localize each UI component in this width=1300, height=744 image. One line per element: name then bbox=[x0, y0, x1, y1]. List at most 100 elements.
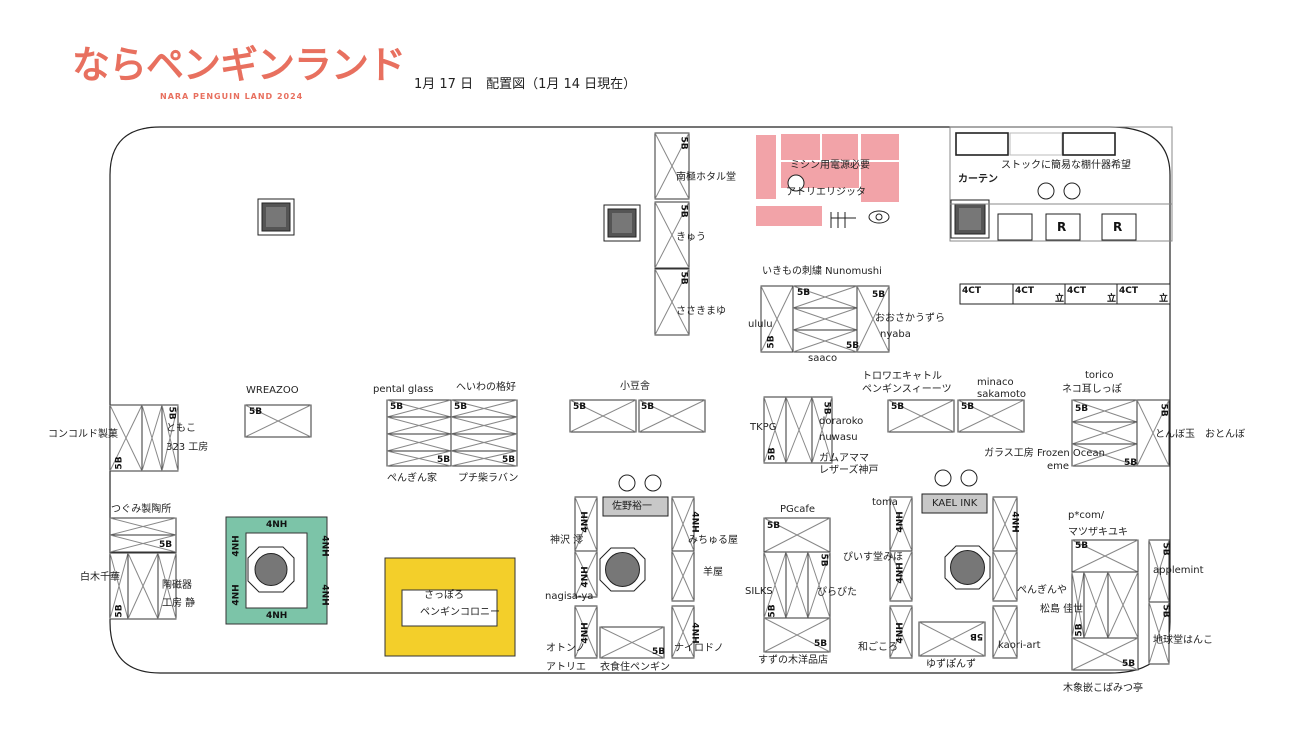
table-code: 5B bbox=[970, 631, 984, 641]
booth-label: ナイロドノ bbox=[674, 643, 724, 654]
table-cross bbox=[569, 399, 637, 433]
table-cross bbox=[1136, 399, 1170, 467]
booth-label: kaori-art bbox=[998, 640, 1041, 651]
booth-label: きゅう bbox=[676, 232, 706, 243]
ct-code: 4CT bbox=[1015, 286, 1035, 296]
table-cross bbox=[450, 399, 518, 418]
table-cross bbox=[856, 285, 890, 353]
table-code: 5B bbox=[678, 136, 689, 150]
table-cross bbox=[1148, 539, 1170, 603]
table-cross bbox=[141, 404, 163, 472]
booth-label: 木象嵌こばみつ亭 bbox=[1063, 683, 1143, 694]
table-cross bbox=[992, 496, 1018, 552]
table-cross bbox=[1083, 571, 1109, 639]
booth-label: ululu bbox=[748, 319, 773, 330]
booth-label: ネコ耳しっぽ bbox=[1062, 384, 1122, 395]
table-code: 5B bbox=[891, 402, 905, 412]
table-cross bbox=[792, 307, 858, 331]
table-code: 5B bbox=[1160, 604, 1171, 618]
table-cross bbox=[386, 433, 452, 452]
table-cross bbox=[889, 496, 913, 552]
table-cross bbox=[638, 399, 706, 433]
table-cross bbox=[992, 605, 1018, 659]
table-code: 5B bbox=[1075, 541, 1089, 551]
booth-label: へいわの格好 bbox=[456, 382, 516, 393]
table-code: 5B bbox=[814, 639, 828, 649]
table-code: 4NH bbox=[319, 535, 330, 557]
booth-label: toma bbox=[872, 497, 898, 508]
table-cross bbox=[654, 201, 690, 269]
table-code: 5B bbox=[818, 553, 829, 567]
table-code: 5B bbox=[767, 604, 778, 618]
table-code: 5B bbox=[454, 402, 468, 412]
table-cross bbox=[671, 496, 695, 552]
table-code: 4NH bbox=[895, 562, 906, 584]
table-cross bbox=[386, 450, 452, 467]
table-code: 5B bbox=[821, 401, 832, 415]
booth-label: 323 工房 bbox=[166, 442, 209, 453]
booth-label: nagisa-ya bbox=[545, 591, 594, 602]
logo-subtitle: NARA PENGUIN LAND 2024 bbox=[160, 92, 304, 101]
table-cross bbox=[574, 496, 598, 552]
table-code: 5B bbox=[846, 341, 860, 351]
table-code: 5B bbox=[390, 402, 404, 412]
stock-note: ストックに簡易な棚什器希望 bbox=[1001, 160, 1131, 171]
table-code: 4NH bbox=[231, 584, 242, 606]
table-code: 5B bbox=[767, 447, 778, 461]
booth-label: ぴいす堂みほ bbox=[843, 552, 903, 563]
sewing-note: ミシン用電源必要 bbox=[790, 160, 870, 171]
booth-label: ペンギンコロニー bbox=[420, 607, 500, 618]
table-code: 5B bbox=[1074, 623, 1085, 637]
table-code: 5B bbox=[652, 647, 666, 657]
table-cross bbox=[918, 621, 986, 657]
table-code: 5B bbox=[1122, 659, 1136, 669]
sewing-zone bbox=[756, 134, 899, 226]
booth-label: pental glass bbox=[373, 384, 434, 395]
table-code: 4NH bbox=[580, 622, 591, 644]
table-code: 5B bbox=[961, 402, 975, 412]
table-cross bbox=[763, 551, 787, 619]
booth-label: つぐみ製陶所 bbox=[111, 504, 172, 515]
table-cross bbox=[244, 404, 312, 438]
table-code: 5B bbox=[1160, 542, 1171, 556]
table-cross bbox=[127, 552, 159, 620]
booth-label: ガラス工房 Frozen Ocean bbox=[984, 448, 1105, 459]
table-code: 4NH bbox=[1009, 511, 1020, 533]
ct-code: 4CT bbox=[962, 286, 982, 296]
r-label: R bbox=[1113, 220, 1123, 234]
booth-label: アトリエ bbox=[546, 662, 586, 673]
ct-code: 4CT bbox=[1119, 286, 1139, 296]
table-cross bbox=[671, 605, 695, 659]
booth-label: レザーズ神戸 bbox=[819, 465, 879, 476]
table-cross bbox=[785, 551, 809, 619]
booth-label: ぴらぴた bbox=[817, 587, 857, 598]
pillar bbox=[950, 199, 990, 239]
booth-label: 松島 佳世 bbox=[1040, 604, 1084, 615]
pillar bbox=[257, 198, 295, 236]
booth-label: eme bbox=[1047, 461, 1070, 472]
booth-label: すずの木洋品店 bbox=[758, 655, 828, 666]
table-code: 4NH bbox=[266, 520, 288, 530]
booth-label: 工房 静 bbox=[162, 598, 196, 609]
table-code: 5B bbox=[159, 540, 173, 550]
booth-label: とんぼ玉 おとんぼ bbox=[1155, 429, 1245, 440]
table-code: 4NH bbox=[580, 511, 591, 533]
table-code: 5B bbox=[767, 521, 781, 531]
table-cross bbox=[1148, 601, 1170, 665]
table-cross bbox=[811, 396, 833, 464]
table-cross bbox=[386, 416, 452, 435]
booth-label: みちゅる屋 bbox=[688, 535, 738, 546]
booth-label: 白木千華 bbox=[80, 572, 120, 583]
table-cross bbox=[889, 550, 913, 602]
table-code: 5B bbox=[1158, 403, 1169, 417]
booth-label: nuwasu bbox=[819, 432, 858, 443]
booth-label: p*com/ bbox=[1068, 510, 1105, 521]
pillar-round bbox=[247, 546, 295, 593]
logo-title: ならペンギンランド bbox=[72, 43, 406, 87]
booth-label: nyaba bbox=[880, 329, 911, 340]
table-cross bbox=[450, 450, 518, 467]
booth-label: おおさかうずら bbox=[875, 313, 945, 324]
yellow-zone bbox=[384, 557, 516, 657]
table-cross bbox=[887, 399, 955, 433]
